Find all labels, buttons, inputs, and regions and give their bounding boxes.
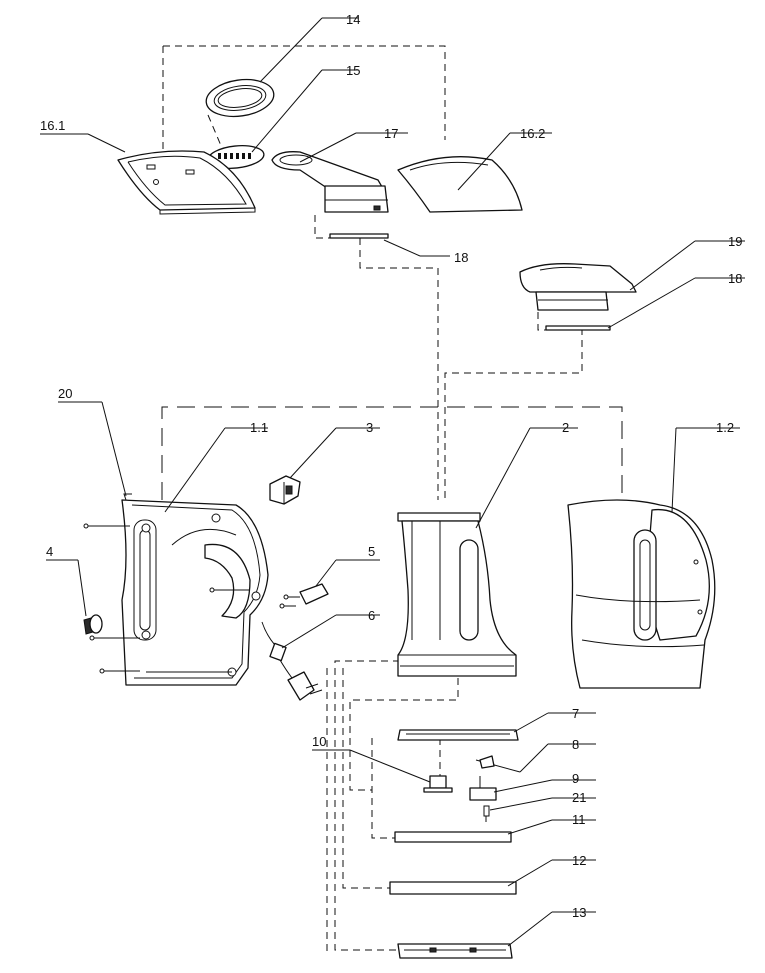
part-4-switch xyxy=(83,614,103,635)
callout-14: 14 xyxy=(346,12,360,27)
callout-20: 20 xyxy=(58,386,72,401)
leader-lines xyxy=(40,17,745,947)
callout-15: 15 xyxy=(346,63,360,78)
part-1-1-handle-half xyxy=(121,493,269,686)
part-19-lid-assembly xyxy=(519,263,637,311)
callout-16-1: 16.1 xyxy=(40,118,65,133)
part-8-contact xyxy=(475,755,521,773)
callout-1-2: 1.2 xyxy=(716,420,734,435)
part-21-screw xyxy=(483,805,490,822)
part-1-2-outer-shell xyxy=(567,499,716,689)
callout-2: 2 xyxy=(562,420,569,435)
part-3-connector xyxy=(269,475,301,505)
callout-labels: 14 15 16.1 17 16.2 18 19 18 20 1.1 3 2 1… xyxy=(40,12,742,920)
part-7-heating-plate xyxy=(397,729,519,741)
part-17-lid-hinge xyxy=(271,151,389,213)
part-18-gasket-side xyxy=(545,325,611,331)
screws xyxy=(83,523,300,674)
part-2-body xyxy=(397,512,517,677)
callout-19: 19 xyxy=(728,234,742,249)
part-11-insulator xyxy=(394,831,512,843)
part-9-bracket xyxy=(469,776,497,801)
part-10-thermostat xyxy=(423,775,453,793)
callout-3: 3 xyxy=(366,420,373,435)
callout-6: 6 xyxy=(368,608,375,623)
callout-18-side: 18 xyxy=(728,271,742,286)
part-16-2-lid-half xyxy=(397,156,523,213)
callout-9: 9 xyxy=(572,771,579,786)
part-12-base-plate xyxy=(389,881,517,895)
part-6-power-cord xyxy=(261,621,323,701)
callout-1-1: 1.1 xyxy=(250,420,268,435)
callout-10: 10 xyxy=(312,734,326,749)
callout-13: 13 xyxy=(572,905,586,920)
callout-11: 11 xyxy=(572,812,586,827)
callout-18-top: 18 xyxy=(454,250,468,265)
part-5-indicator xyxy=(299,583,329,605)
assembly-guide-lines xyxy=(161,45,623,955)
callout-8: 8 xyxy=(572,737,579,752)
part-13-bottom-cover xyxy=(397,943,513,959)
callout-5: 5 xyxy=(368,544,375,559)
callout-17: 17 xyxy=(384,126,398,141)
callout-12: 12 xyxy=(572,853,586,868)
callout-21: 21 xyxy=(572,790,586,805)
part-18-gasket-top xyxy=(329,233,389,239)
callout-16-2: 16.2 xyxy=(520,126,545,141)
part-14-lid-seal xyxy=(205,78,275,118)
part-16-1-lid-half xyxy=(117,150,256,215)
callout-7: 7 xyxy=(572,706,579,721)
callout-4: 4 xyxy=(46,544,53,559)
